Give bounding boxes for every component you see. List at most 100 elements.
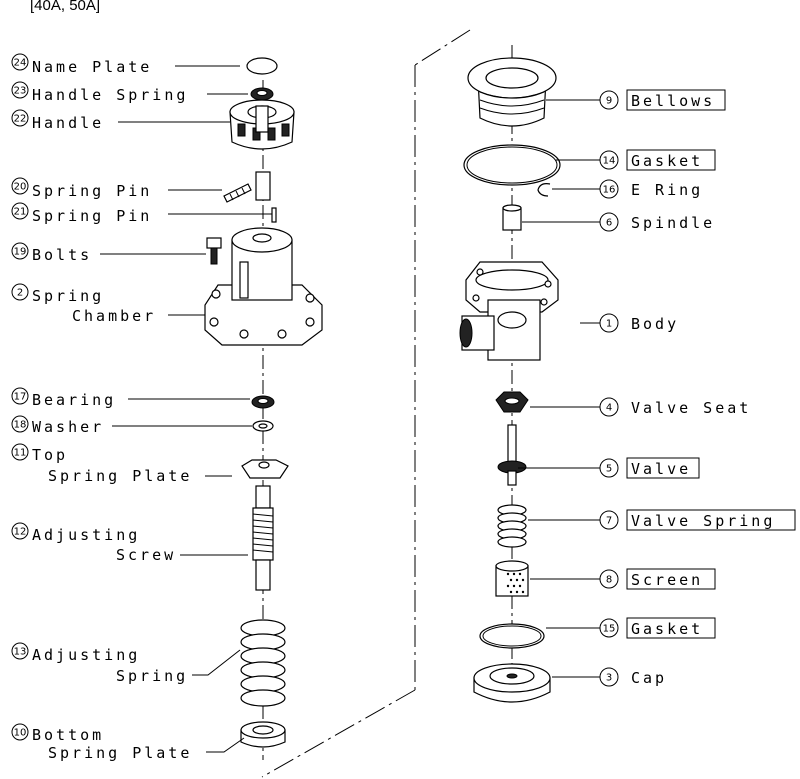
svg-text:Valve Spring: Valve Spring [631,512,775,530]
svg-text:Spring Pin: Spring Pin [32,182,152,200]
svg-text:Handle: Handle [32,114,104,132]
svg-text:Bearing: Bearing [32,391,116,409]
label-16: 16 E Ring [552,179,703,199]
svg-text:Name Plate: Name Plate [32,58,152,76]
label-9: 9 Bellows [546,89,726,111]
svg-text:24: 24 [14,58,27,69]
top-spring-plate-part [241,459,289,479]
svg-text:8: 8 [606,575,612,586]
svg-text:10: 10 [14,728,27,739]
svg-text:20: 20 [14,182,27,193]
label-5: 5 Valve [518,457,700,479]
label-2: 2 Spring Chamber [11,283,205,325]
gasket-upper-part [463,144,561,186]
svg-text:Bolts: Bolts [32,246,92,264]
label-17: 17 Bearing [11,387,250,409]
bearing-part [251,395,275,409]
valve-seat-part [495,391,529,413]
svg-text:16: 16 [603,185,616,196]
adjusting-screw-part [252,485,274,591]
svg-text:Spring Pin: Spring Pin [32,207,152,225]
label-20: 20 Spring Pin [11,177,222,200]
label-7: 7 Valve Spring [528,509,796,531]
svg-text:Bottom: Bottom [32,726,104,744]
svg-text:14: 14 [603,156,616,167]
connector-lines [261,29,471,778]
svg-text:Valve Seat: Valve Seat [631,399,751,417]
name-plate-part [246,57,278,75]
svg-text:Body: Body [631,315,679,333]
svg-text:1: 1 [606,319,612,330]
label-6: 6 Spindle [522,212,715,232]
svg-text:3: 3 [606,673,612,684]
label-15: 15 Gasket [546,617,716,639]
valve-part [497,424,527,486]
svg-text:Washer: Washer [32,418,104,436]
label-18: 18 Washer [11,415,252,436]
adjusting-spring-part [240,619,286,707]
svg-text:Spring: Spring [32,287,104,305]
svg-text:13: 13 [14,647,27,658]
label-21: 21 Spring Pin [11,202,272,225]
e-ring-part [537,183,551,197]
svg-text:Bellows: Bellows [631,92,715,110]
svg-text:Screw: Screw [116,546,176,564]
gasket-lower-part [479,623,545,649]
spring-pin-vertical-part [271,207,277,223]
spring-pin-diagonal-part [223,183,252,203]
svg-text:Spring: Spring [116,667,188,685]
label-13: 13 Adjusting Spring [11,642,241,685]
svg-text:12: 12 [14,527,27,538]
body-part [459,261,559,361]
svg-text:Spring Plate: Spring Plate [48,467,192,485]
svg-text:17: 17 [14,392,27,403]
svg-text:5: 5 [606,464,612,475]
label-24: 24 Name Plate [11,53,240,76]
label-8: 8 Screen [530,568,716,590]
valve-spring-part [497,504,527,548]
svg-text:23: 23 [14,86,27,97]
svg-text:Spindle: Spindle [631,214,715,232]
svg-text:2: 2 [17,288,23,299]
svg-text:Top: Top [32,446,68,464]
label-11: 11 Top Spring Plate [11,443,232,485]
bottom-spring-plate-part [240,721,286,748]
label-10: 10 Bottom Spring Plate [11,723,245,762]
svg-text:4: 4 [606,403,612,414]
svg-text:19: 19 [14,247,27,258]
washer-part [252,420,274,432]
svg-text:Valve: Valve [631,460,691,478]
bolt-part [206,237,222,265]
diagram-header: [40A, 50A] [30,0,100,14]
label-23: 23 Handle Spring [11,81,248,104]
svg-text:Chamber: Chamber [72,307,156,325]
svg-text:18: 18 [14,420,27,431]
svg-text:Adjusting: Adjusting [32,646,140,664]
shaft-insert-part [255,171,271,201]
label-19: 19 Bolts [11,242,206,264]
handle-spring-part [250,87,274,101]
svg-text:Gasket: Gasket [631,620,703,638]
svg-text:Screen: Screen [631,571,703,589]
svg-text:22: 22 [14,114,27,125]
svg-text:E Ring: E Ring [631,181,703,199]
svg-text:11: 11 [14,448,27,459]
label-1: 1 Body [580,313,679,333]
cap-part [473,663,551,703]
handle-part [229,99,295,150]
svg-text:Spring Plate: Spring Plate [48,744,192,762]
svg-text:7: 7 [606,516,612,527]
screen-part [495,560,529,597]
label-14: 14 Gasket [556,149,716,171]
bellows-part [467,57,557,127]
label-22: 22 Handle [11,109,230,132]
svg-text:Cap: Cap [631,669,667,687]
spring-chamber-part [204,227,323,346]
svg-text:6: 6 [606,218,612,229]
svg-text:Adjusting: Adjusting [32,526,140,544]
label-3: 3 Cap [552,667,667,687]
label-12: 12 Adjusting Screw [11,522,248,564]
svg-text:15: 15 [603,624,616,635]
spindle-part [502,204,522,231]
